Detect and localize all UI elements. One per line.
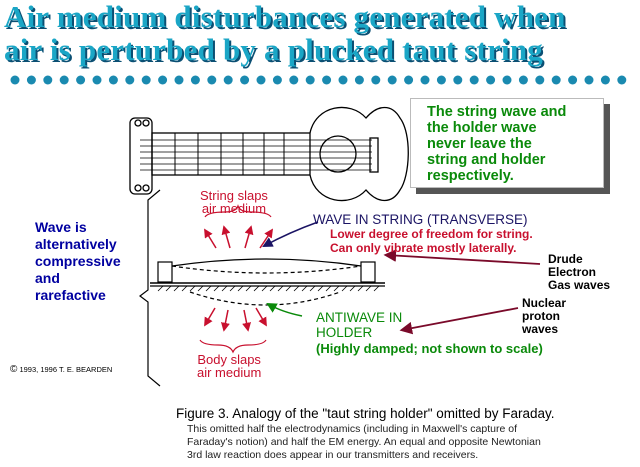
divider-dot bbox=[43, 75, 53, 85]
divider-dot bbox=[59, 75, 69, 85]
string-slaps-arrows bbox=[204, 225, 273, 249]
string-slaps-label: String slaps air medium bbox=[200, 188, 268, 216]
drude-arrow bbox=[383, 249, 541, 265]
top-brace bbox=[204, 204, 272, 218]
callout-line: never leave the bbox=[427, 136, 532, 152]
divider-dot bbox=[26, 75, 36, 85]
divider-dot bbox=[76, 75, 86, 85]
divider-dot bbox=[502, 75, 512, 85]
caption-body: This omitted half the electrodynamics (i… bbox=[187, 423, 541, 461]
callout-line: The string wave and bbox=[427, 104, 567, 120]
wave-in-string-arrow bbox=[262, 221, 319, 247]
drude-label: Drude Electron Gas waves bbox=[548, 252, 611, 292]
body-slaps-label: Body slaps air medium bbox=[197, 352, 262, 380]
title-line-2: air is perturbed by a plucked taut strin… bbox=[4, 32, 543, 67]
divider-dot bbox=[469, 75, 479, 85]
copyright-icon: © bbox=[10, 364, 18, 375]
damped-label: (Highly damped; not shown to scale) bbox=[316, 341, 543, 356]
divider-dot bbox=[305, 75, 315, 85]
divider-dot bbox=[158, 75, 168, 85]
callout-line: string and holder bbox=[427, 152, 546, 168]
string-wave bbox=[171, 258, 362, 274]
divider-dot bbox=[240, 75, 250, 85]
nuclear-arrow bbox=[399, 307, 519, 335]
divider-dot bbox=[486, 75, 496, 85]
string-holder bbox=[150, 261, 385, 292]
divider-dot bbox=[92, 75, 102, 85]
divider-dot bbox=[371, 75, 381, 85]
divider-dot bbox=[568, 75, 578, 85]
title-line-1: Air medium disturbances generated when bbox=[4, 0, 566, 34]
divider-dot bbox=[289, 75, 299, 85]
wave-in-string-label: WAVE IN STRING (TRANSVERSE) bbox=[313, 212, 528, 227]
callout-line: the holder wave bbox=[427, 120, 537, 136]
divider-dot bbox=[256, 75, 266, 85]
antiwave-label: ANTIWAVE IN HOLDER bbox=[316, 310, 403, 340]
divider-dot bbox=[223, 75, 233, 85]
divider-dot bbox=[453, 75, 463, 85]
divider-dot bbox=[174, 75, 184, 85]
divider-dot bbox=[600, 75, 610, 85]
callout-box: The string wave and the holder wave neve… bbox=[410, 98, 604, 188]
divider-dot bbox=[207, 75, 217, 85]
bottom-brace bbox=[199, 339, 267, 354]
divider-dot bbox=[436, 75, 446, 85]
copyright-label: © 1993, 1996 T. E. BEARDEN bbox=[10, 364, 113, 375]
divider-dot bbox=[518, 75, 528, 85]
divider-dot bbox=[322, 75, 332, 85]
divider-dot bbox=[551, 75, 561, 85]
divider-dot bbox=[190, 75, 200, 85]
divider-dot bbox=[354, 75, 364, 85]
divider-dot bbox=[420, 75, 430, 85]
divider-dot bbox=[10, 75, 20, 85]
divider-dot bbox=[338, 75, 348, 85]
lower-degree-label: Lower degree of freedom for string. Can … bbox=[330, 227, 533, 255]
body-slaps-arrows bbox=[204, 307, 267, 332]
holder-antiwave bbox=[189, 291, 341, 306]
divider-dot bbox=[387, 75, 397, 85]
wave-left-label: Wave is alternatively compressive and ra… bbox=[35, 219, 121, 303]
antiwave-arrow bbox=[266, 302, 303, 317]
divider-dot bbox=[141, 75, 151, 85]
divider-dot bbox=[617, 75, 627, 85]
guitar-icon bbox=[129, 106, 409, 202]
divider-dot bbox=[404, 75, 414, 85]
left-brace bbox=[139, 189, 161, 387]
dotted-divider bbox=[10, 75, 627, 85]
divider-dot bbox=[108, 75, 118, 85]
divider-dot bbox=[125, 75, 135, 85]
callout-line: respectively. bbox=[427, 168, 514, 184]
divider-dot bbox=[535, 75, 545, 85]
divider-dot bbox=[272, 75, 282, 85]
divider-dot bbox=[584, 75, 594, 85]
nuclear-label: Nuclear proton waves bbox=[522, 296, 567, 336]
figure-caption: Figure 3. Analogy of the "taut string ho… bbox=[176, 406, 555, 421]
